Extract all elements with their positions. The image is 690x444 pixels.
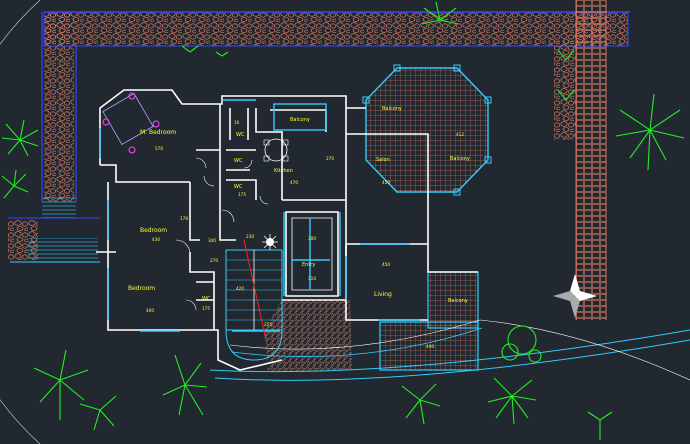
label-balcony-octagon-2: Balcony — [450, 156, 470, 162]
dim-misc-8: 270 — [326, 156, 334, 161]
furniture — [102, 92, 289, 250]
label-wc-4: WC — [202, 296, 211, 302]
label-wc-1: WC — [236, 132, 245, 138]
dim-misc-6: 255 — [264, 322, 272, 327]
dim-misc-0: 340 — [208, 238, 216, 243]
octagon-balcony — [362, 64, 492, 196]
dim-bedroom-1: 430 — [152, 237, 160, 242]
label-balcony-octagon-1: Balcony — [382, 106, 402, 112]
windows — [99, 99, 420, 332]
label-living: Living — [374, 291, 392, 298]
stone-path — [8, 11, 630, 260]
door-swings — [175, 157, 269, 311]
side-steps — [10, 196, 100, 263]
dim-stair: 420 — [236, 286, 244, 291]
dim-balcony-right: 400 — [426, 344, 434, 349]
dim-misc-1: 270 — [210, 258, 218, 263]
label-wc-2: WC — [234, 158, 243, 164]
dim-living: 450 — [382, 262, 390, 267]
label-master-bedroom: M. Bedroom — [140, 129, 176, 136]
label-bedroom-2: Bedroom — [128, 285, 155, 292]
dim-misc-3: 300 — [308, 236, 316, 241]
dim-misc-5: 230 — [246, 234, 254, 239]
dim-octagon: 412 — [456, 132, 464, 137]
label-wc-3: WC — [234, 184, 243, 190]
walls — [96, 89, 478, 371]
curved-walkway — [209, 319, 690, 381]
dim-misc-4: 175 — [238, 192, 246, 197]
dim-entry: 310 — [308, 276, 316, 281]
label-kitchen: Kitchen — [274, 168, 293, 174]
label-entry: Entry — [302, 262, 315, 268]
dim-salon: 450 — [382, 180, 390, 185]
label-balcony-right: Balcony — [448, 298, 468, 304]
brick-path — [554, 0, 607, 320]
dim-wc-4: 175 — [202, 306, 210, 311]
dim-bedroom-2: 400 — [146, 308, 154, 313]
dim-misc-7: 178 — [180, 216, 188, 221]
dim-misc-2: 10 — [234, 120, 240, 125]
label-bedroom-1: Bedroom — [140, 227, 167, 234]
label-salon: Salon — [376, 157, 390, 163]
right-balcony — [379, 271, 479, 371]
dim-kitchen: 470 — [290, 180, 298, 185]
label-balcony-top: Balcony — [290, 117, 310, 123]
gravel-entry — [265, 300, 352, 372]
north-arrow-icon — [553, 274, 597, 318]
dim-master-bedroom: 570 — [155, 146, 163, 151]
staircase — [225, 239, 283, 361]
